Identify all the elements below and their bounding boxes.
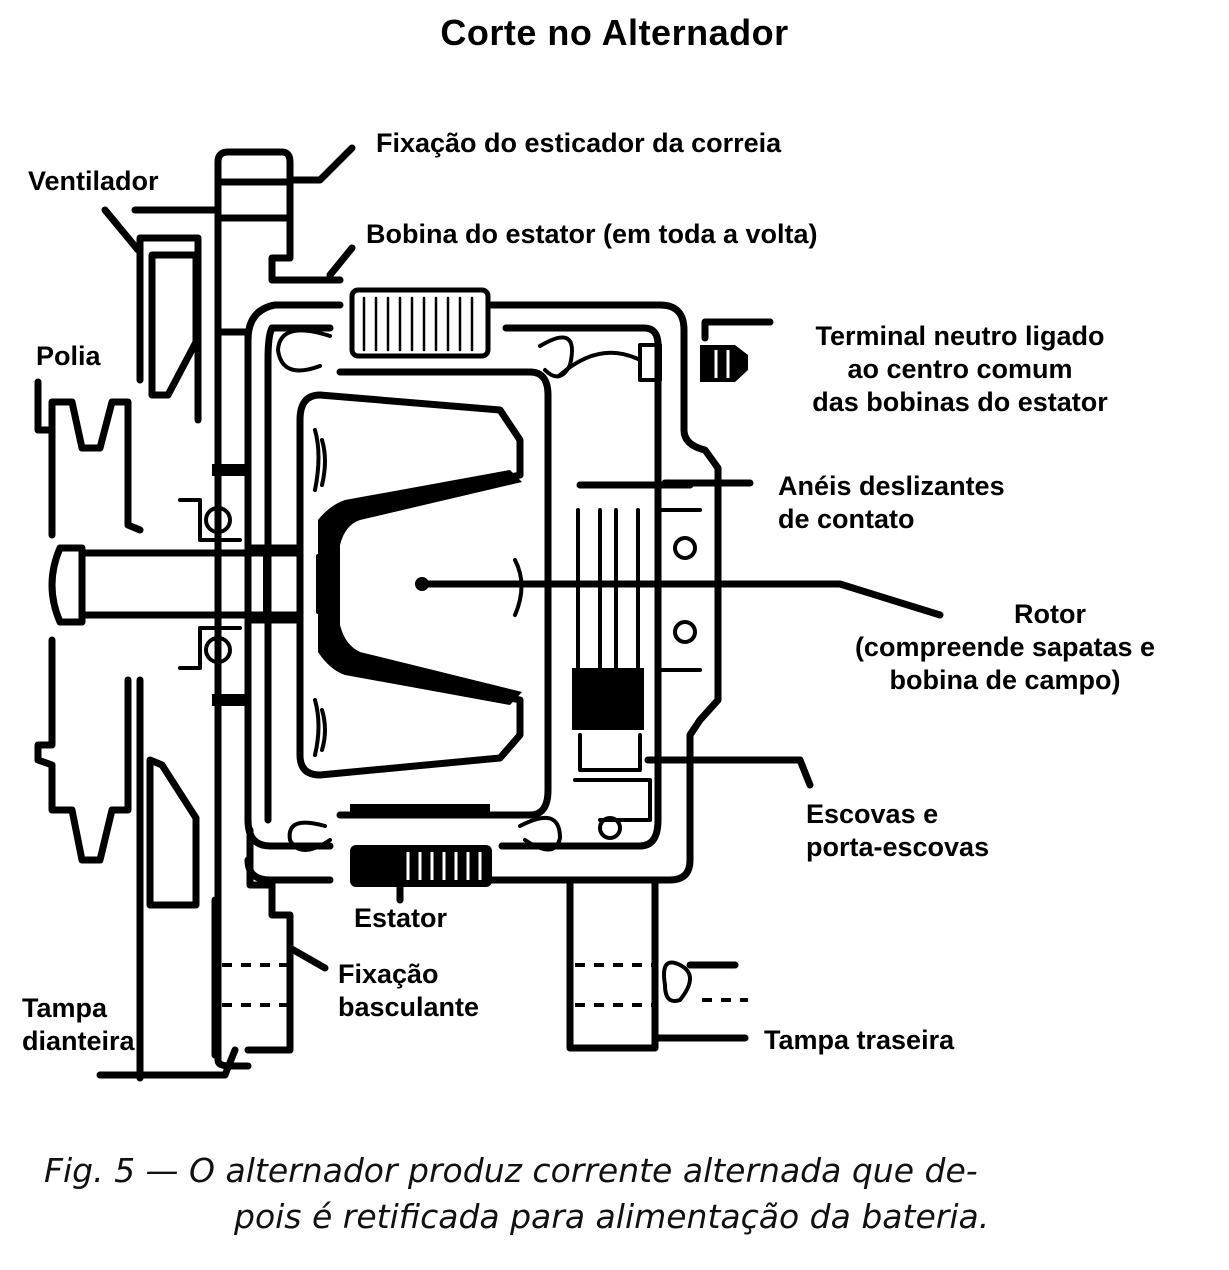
front-bearing — [178, 464, 248, 706]
fan — [136, 234, 202, 1082]
label-tampa-dianteira-line1: Tampa — [22, 993, 108, 1023]
caption-line2: pois é retificada para alimentação da ba… — [234, 1197, 990, 1236]
leader-fixacao-basculante — [286, 944, 329, 972]
caption-line1: Fig. 5 — O alternador produz corrente al… — [44, 1151, 978, 1190]
rear-cover — [566, 876, 748, 1052]
label-escovas: Escovas e porta-escovas — [806, 798, 989, 864]
leader-terminal — [701, 318, 774, 342]
label-escovas-line1: Escovas e — [806, 799, 939, 829]
label-rotor: Rotor (compreende sapatas e bobina de ca… — [830, 598, 1180, 697]
leader-ventilador — [101, 206, 142, 254]
label-bobina-estator: Bobina do estator (em toda a volta) — [366, 219, 818, 249]
label-ventilador: Ventilador — [28, 166, 159, 196]
label-fixacao-basculante-line1: Fixação — [338, 959, 439, 989]
leader-lines — [96, 144, 944, 1079]
label-aneis-deslizantes: Anéis deslizantes de contato — [778, 470, 1005, 536]
figure-caption: Fig. 5 — O alternador produz corrente al… — [44, 1148, 989, 1240]
stator-coil-top — [349, 287, 491, 359]
label-aneis-line2: de contato — [778, 504, 915, 534]
diagram-title: Corte no Alternador — [440, 12, 789, 53]
label-fixacao-basculante: Fixação basculante — [338, 958, 479, 1024]
label-fixacao-esticador: Fixação do esticador da correia — [376, 128, 782, 158]
leader-rotor — [418, 580, 944, 619]
stator-loops — [276, 328, 574, 852]
label-tampa-traseira: Tampa traseira — [764, 1025, 955, 1055]
label-terminal-neutro-line3: das bobinas do estator — [812, 387, 1108, 417]
label-terminal-neutro: Terminal neutro ligado ao centro comum d… — [790, 320, 1130, 419]
rear-bearing — [660, 508, 702, 672]
label-tampa-dianteira-line2: dianteira — [22, 1026, 135, 1056]
slip-rings — [572, 481, 694, 840]
leader-bobina — [326, 244, 356, 279]
label-estator: Estator — [354, 903, 448, 933]
leader-escovas — [644, 756, 814, 789]
label-rotor-line3: bobina de campo) — [889, 665, 1121, 695]
label-fixacao-basculante-line2: basculante — [338, 992, 480, 1022]
label-terminal-neutro-line1: Terminal neutro ligado — [815, 321, 1105, 351]
shaft — [48, 544, 320, 626]
label-terminal-neutro-line2: ao centro comum — [847, 354, 1073, 384]
label-escovas-line2: porta-escovas — [806, 832, 990, 862]
label-rotor-line2: (compreende sapatas e — [854, 632, 1156, 662]
label-aneis-line1: Anéis deslizantes — [778, 471, 1005, 501]
label-rotor-line1: Rotor — [1014, 599, 1086, 629]
pulley — [34, 378, 144, 864]
leader-fixacao-esticador — [286, 144, 356, 184]
housing — [244, 301, 722, 884]
front-cover — [211, 301, 334, 1070]
leader-tampa-dianteira — [96, 1046, 239, 1079]
neutral-terminal — [558, 343, 748, 382]
label-polia: Polia — [36, 341, 101, 371]
rotor — [296, 368, 552, 819]
label-tampa-dianteira: Tampa dianteira — [22, 992, 135, 1058]
